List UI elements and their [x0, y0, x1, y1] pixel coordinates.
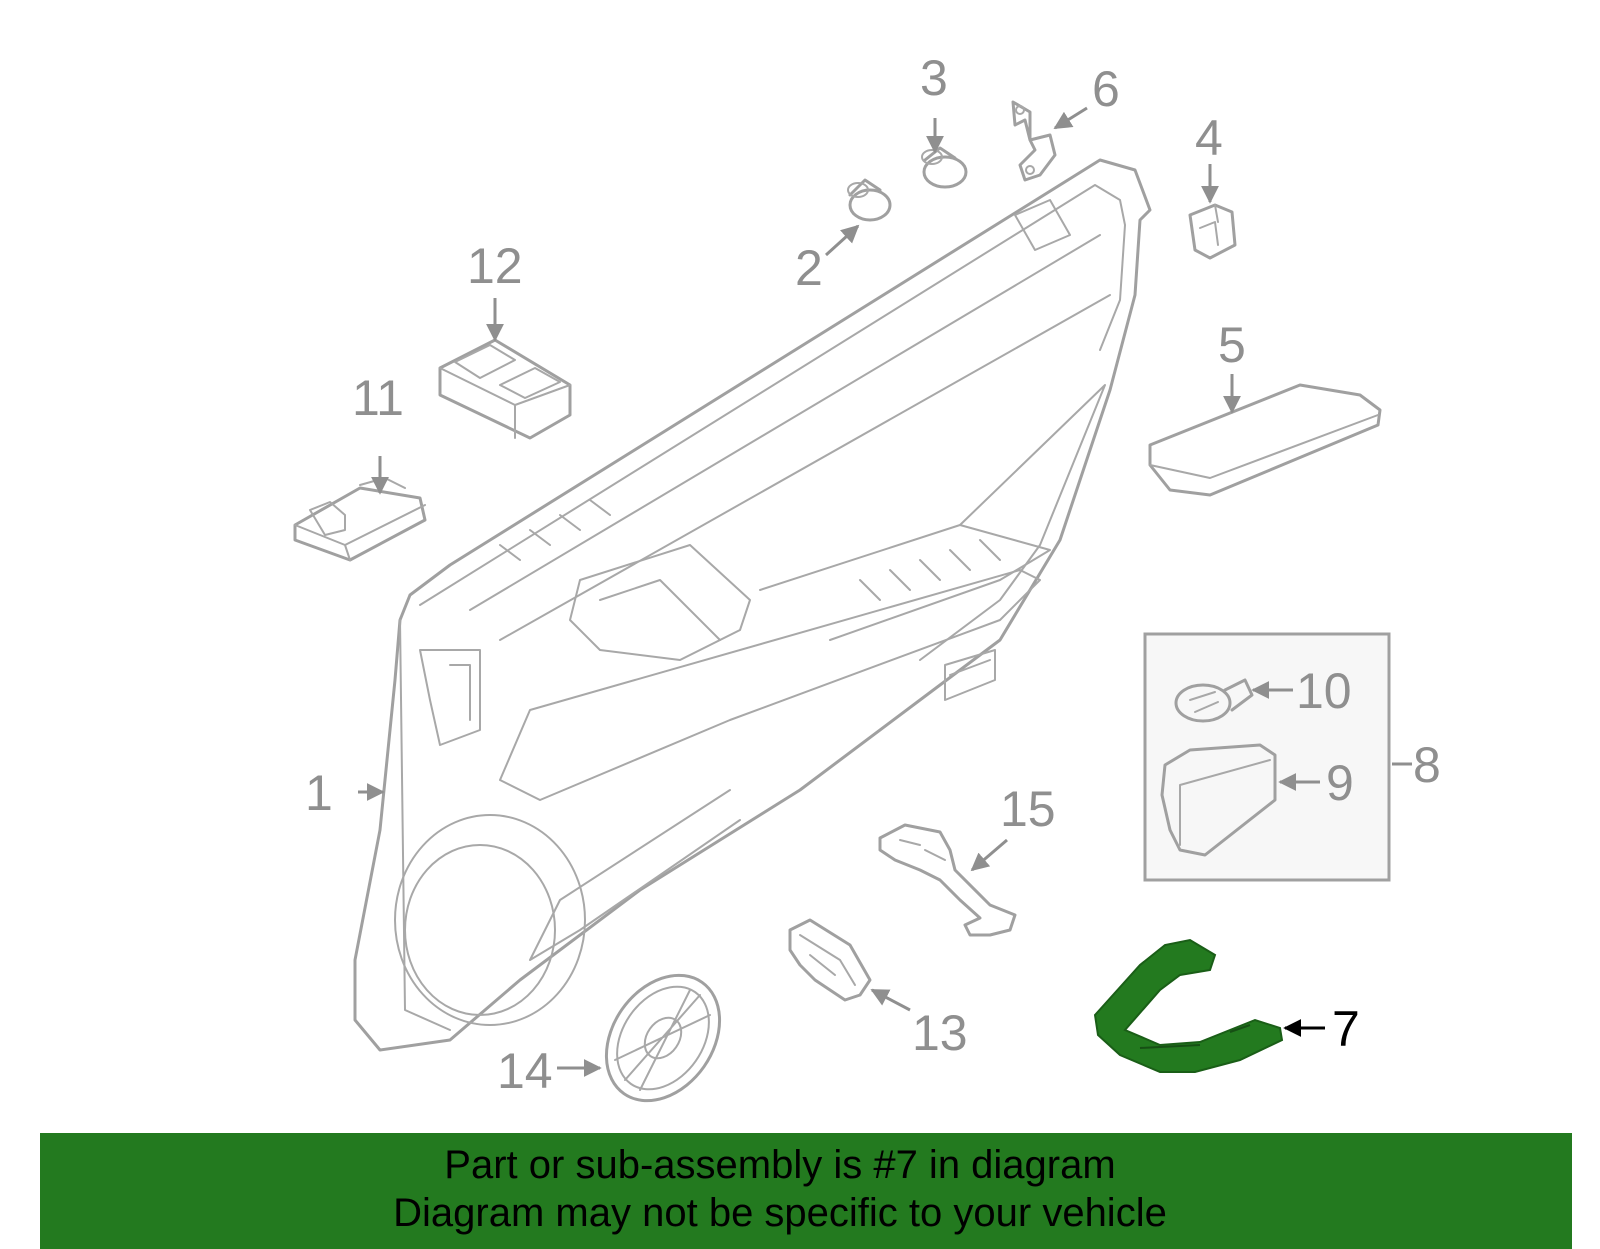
switch-part-11 — [293, 477, 427, 562]
callout-11: 11 — [352, 370, 404, 426]
trim-strip-part-15 — [878, 823, 1017, 937]
callout-7: 7 — [1332, 1001, 1360, 1057]
callout-9: 9 — [1326, 755, 1354, 811]
info-banner: Part or sub-assembly is #7 in diagram Di… — [40, 1133, 1572, 1249]
armrest-pad-part-5 — [1148, 383, 1382, 497]
clip-part-3 — [921, 146, 968, 189]
speaker-grille-part-14 — [604, 973, 722, 1103]
cap-part-4 — [1188, 203, 1237, 260]
pull-handle-part-7 — [1093, 938, 1284, 1073]
door-trim-panel — [353, 158, 1152, 1052]
banner-disclaimer: Diagram may not be specific to your vehi… — [393, 1191, 1167, 1235]
callout-15: 15 — [1000, 781, 1056, 837]
callout-4: 4 — [1195, 110, 1223, 166]
callout-14: 14 — [497, 1043, 553, 1099]
lamp-part-9 — [1160, 743, 1277, 857]
callout-12: 12 — [467, 238, 523, 294]
callout-arrows — [358, 106, 1412, 1077]
callout-13: 13 — [912, 1005, 968, 1061]
banner-part-note: Part or sub-assembly is #7 in diagram — [444, 1143, 1116, 1187]
callout-5: 5 — [1218, 317, 1246, 373]
callout-labels: 1 2 3 4 5 6 7 8 9 10 11 12 13 14 15 — [305, 50, 1441, 1099]
sub-assembly-box-part-8 — [1143, 632, 1391, 882]
callout-8: 8 — [1413, 737, 1441, 793]
callout-6: 6 — [1092, 61, 1120, 117]
callout-10: 10 — [1296, 663, 1352, 719]
clip-part-2 — [847, 178, 892, 222]
handle-bracket-part-13 — [788, 918, 872, 1002]
callout-1: 1 — [305, 765, 333, 821]
switch-part-12 — [438, 338, 572, 440]
bulb-part-10 — [1174, 678, 1254, 723]
callout-3: 3 — [920, 50, 948, 106]
callout-2: 2 — [795, 240, 823, 296]
bracket-part-6 — [1011, 100, 1057, 182]
